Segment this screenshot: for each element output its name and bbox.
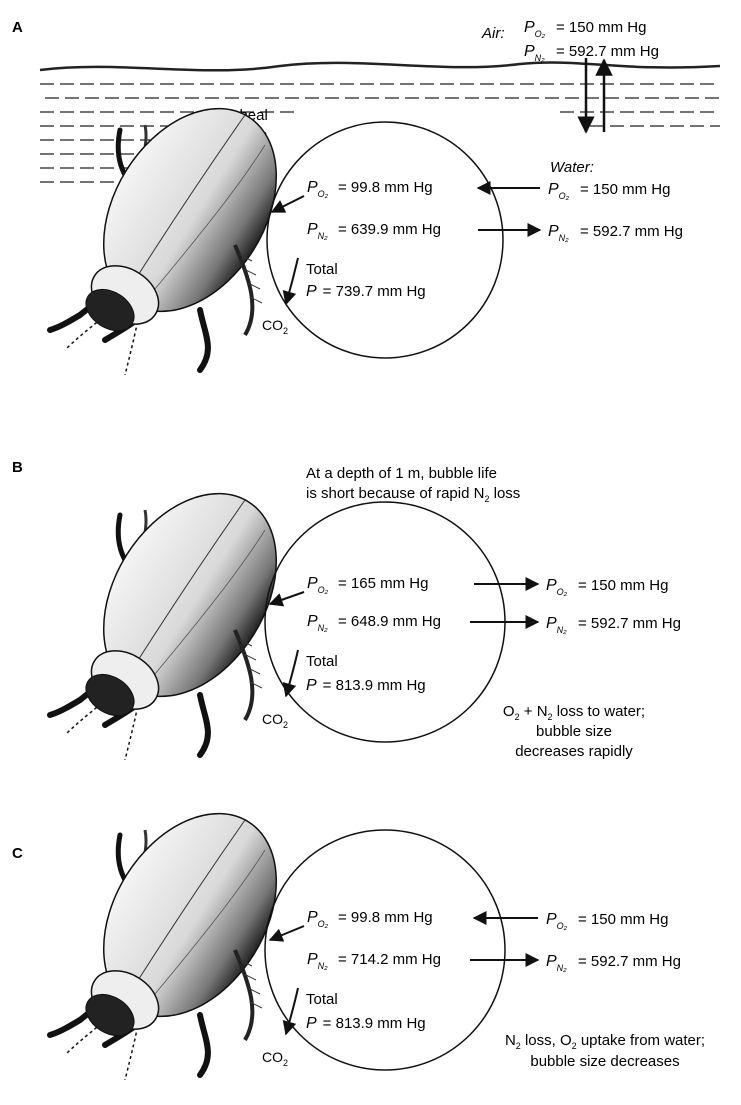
total-value: P= 813.9 mm Hg (306, 677, 426, 694)
panel-a-letter: A (12, 19, 23, 36)
water-pn2-value: = 592.7 mm Hg (578, 615, 681, 632)
bubble-pn2-symbol: PN₂ (307, 613, 328, 633)
bubble-po2-symbol: PO₂ (307, 909, 329, 929)
uptake-caption-line-2: bubble size decreases (530, 1053, 679, 1070)
bubble-pn2-value: = 639.9 mm Hg (338, 221, 441, 238)
depth-note-line-1: At a depth of 1 m, bubble life (306, 465, 497, 482)
bubble-po2-symbol: PO₂ (307, 179, 329, 199)
total-label: Total (306, 991, 338, 1008)
loss-caption-line-1: O2 + N2 loss to water; (503, 703, 645, 722)
depth-note-line-2: is short because of rapid N2 loss (306, 485, 520, 504)
bubble-pn2-value: = 714.2 mm Hg (338, 951, 441, 968)
arrow-co2-release (286, 650, 298, 696)
co2-label: CO2 (262, 317, 288, 336)
bubble-po2-value: = 165 mm Hg (338, 575, 428, 592)
water-label: Water: (550, 159, 594, 176)
arrow-o2-to-trachea (270, 592, 304, 604)
bubble-pn2-symbol: PN₂ (307, 951, 328, 971)
total-value: P= 813.9 mm Hg (306, 1015, 426, 1032)
air-po2-symbol: PO₂ (524, 19, 546, 39)
uptake-caption-line-1: N2 loss, O2 uptake from water; (505, 1032, 705, 1051)
air-label: Air: (481, 25, 505, 42)
bubble-pn2-value: = 648.9 mm Hg (338, 613, 441, 630)
water-pn2-symbol: PN₂ (548, 223, 569, 243)
air-bubble (267, 122, 503, 358)
water-po2-symbol: PO₂ (546, 577, 568, 597)
bubble-po2-symbol: PO₂ (307, 575, 329, 595)
co2-label: CO2 (262, 1049, 288, 1068)
water-po2-value: = 150 mm Hg (578, 911, 668, 928)
total-label: Total (306, 653, 338, 670)
air-bubble (265, 830, 505, 1070)
water-pn2-symbol: PN₂ (546, 615, 567, 635)
panel-b: B At a depth of 1 m, bubble life is shor… (12, 459, 681, 760)
panel-c: C PO₂ = 99.8 mm Hg PO₂ = 150 mm Hg PN₂ =… (12, 782, 705, 1080)
arrow-co2-release (286, 988, 298, 1034)
air-pn2-value: = 592.7 mm Hg (556, 43, 659, 60)
panel-b-letter: B (12, 459, 23, 476)
water-pn2-value: = 592.7 mm Hg (580, 223, 683, 240)
water-po2-value: = 150 mm Hg (578, 577, 668, 594)
arrow-co2-release (286, 258, 298, 304)
water-pn2-value: = 592.7 mm Hg (578, 953, 681, 970)
water-po2-symbol: PO₂ (548, 181, 570, 201)
co2-label: CO2 (262, 711, 288, 730)
total-value: P= 739.7 mm Hg (306, 283, 426, 300)
water-po2-symbol: PO₂ (546, 911, 568, 931)
loss-caption-line-3: decreases rapidly (515, 743, 633, 760)
arrow-o2-to-trachea (272, 196, 304, 212)
total-label: Total (306, 261, 338, 278)
beetle-illustration (50, 782, 312, 1080)
panel-a: A Air: PO₂ = 150 mm Hg PN₂ = 592.7 mm Hg… (12, 19, 720, 375)
bubble-po2-value: = 99.8 mm Hg (338, 909, 433, 926)
bubble-po2-value: = 99.8 mm Hg (338, 179, 433, 196)
loss-caption-line-2: bubble size (536, 723, 612, 740)
arrow-o2-to-trachea (270, 926, 304, 940)
water-po2-value: = 150 mm Hg (580, 181, 670, 198)
water-pn2-symbol: PN₂ (546, 953, 567, 973)
bubble-pn2-symbol: PN₂ (307, 221, 328, 241)
air-pn2-symbol: PN₂ (524, 43, 545, 63)
air-po2-value: = 150 mm Hg (556, 19, 646, 36)
panel-c-letter: C (12, 845, 23, 862)
